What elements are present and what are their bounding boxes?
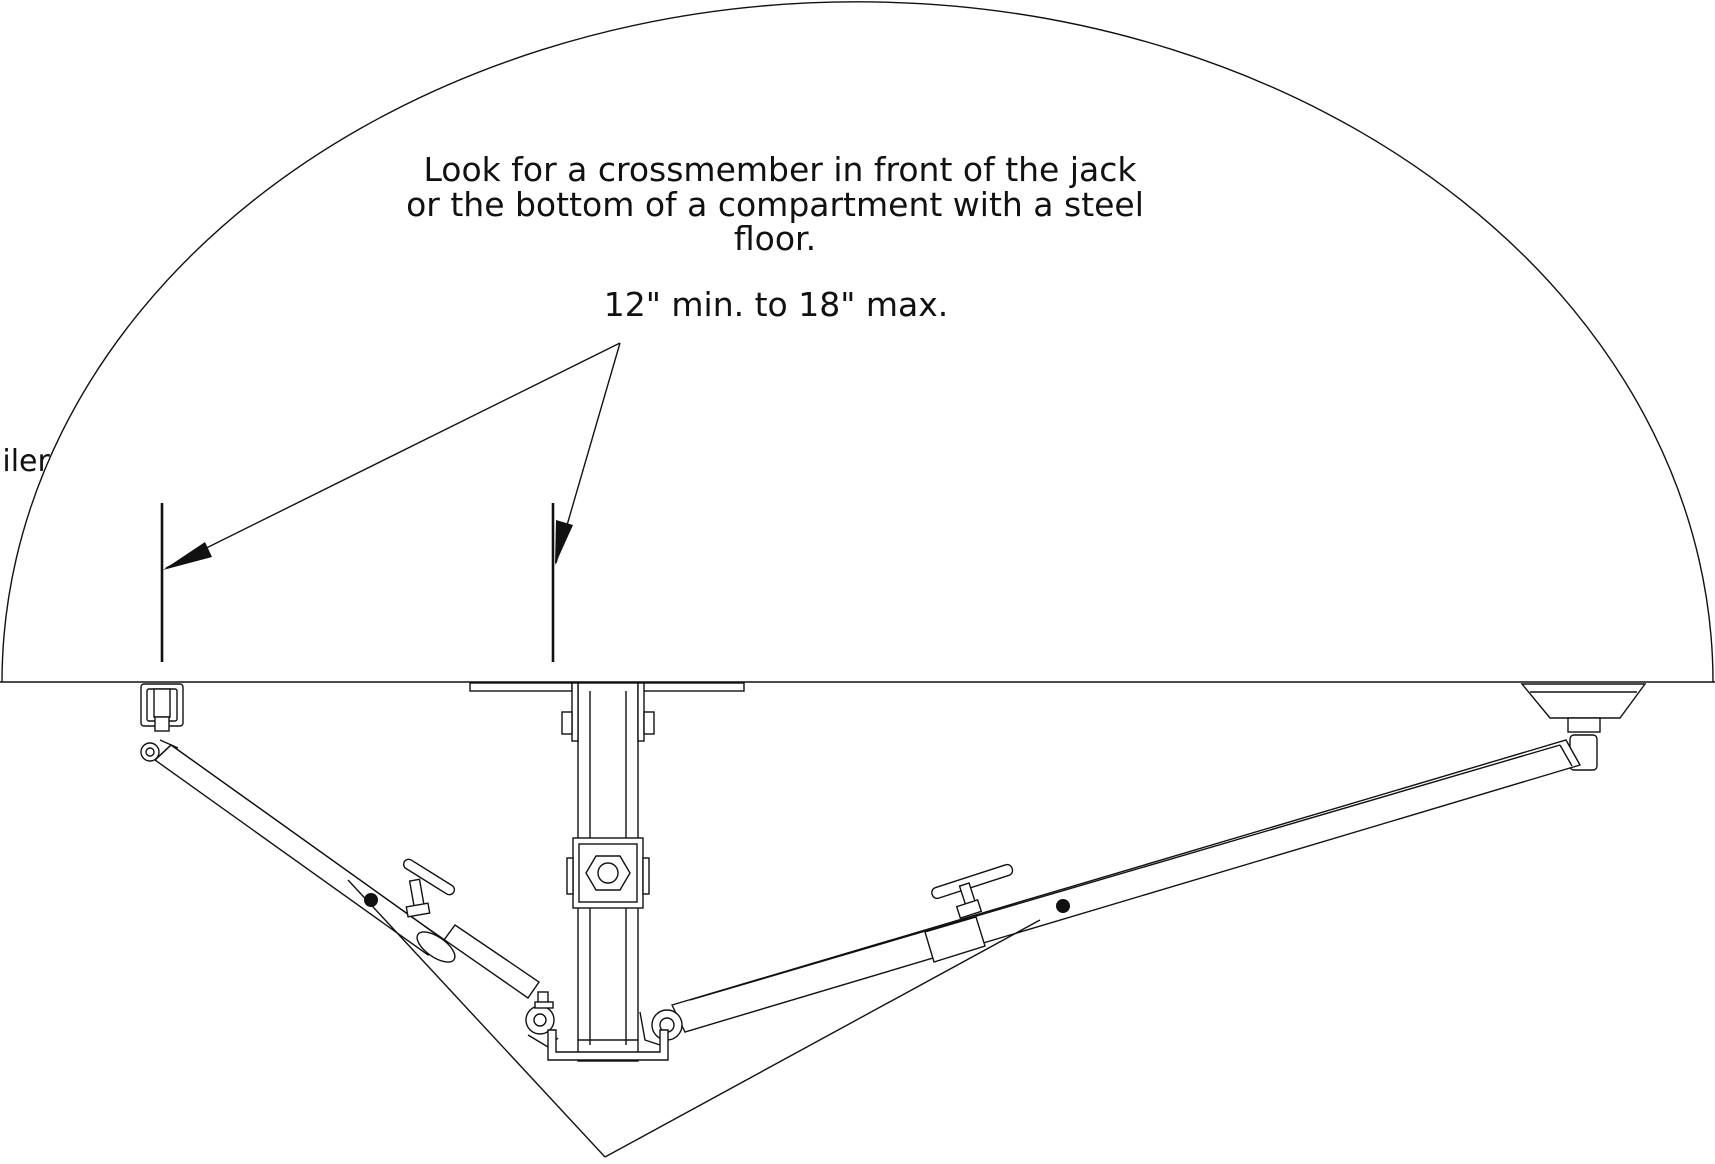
trailer-body-outline <box>1 0 1714 683</box>
right-pivot-point <box>1056 899 1070 913</box>
right-stabilizer-arm <box>671 739 1582 1033</box>
right-floor-bracket <box>1520 683 1647 771</box>
right-t-handle-icon <box>931 863 1014 919</box>
center-jack-post <box>469 682 745 1062</box>
spacing-note: 12" min. to 18" max. <box>604 285 949 324</box>
leader-line-left <box>165 342 621 569</box>
left-floor-bracket <box>140 683 184 762</box>
crossmember-note-line2: or the bottom of a compartment with a st… <box>406 185 1144 224</box>
arrowhead-right <box>555 520 573 565</box>
crossmember-note-line3: floor. <box>734 219 816 258</box>
left-t-handle-icon <box>402 858 456 918</box>
left-stabilizer-arm <box>153 744 540 999</box>
left-pivot-point <box>364 893 378 907</box>
clipped-left-label: ailer <box>0 444 51 479</box>
angle-line-right <box>604 919 1041 1158</box>
crossmember-note-line1: Look for a crossmember in front of the j… <box>424 150 1138 189</box>
angle-line-left <box>347 879 606 1158</box>
arrowhead-left <box>163 542 212 570</box>
